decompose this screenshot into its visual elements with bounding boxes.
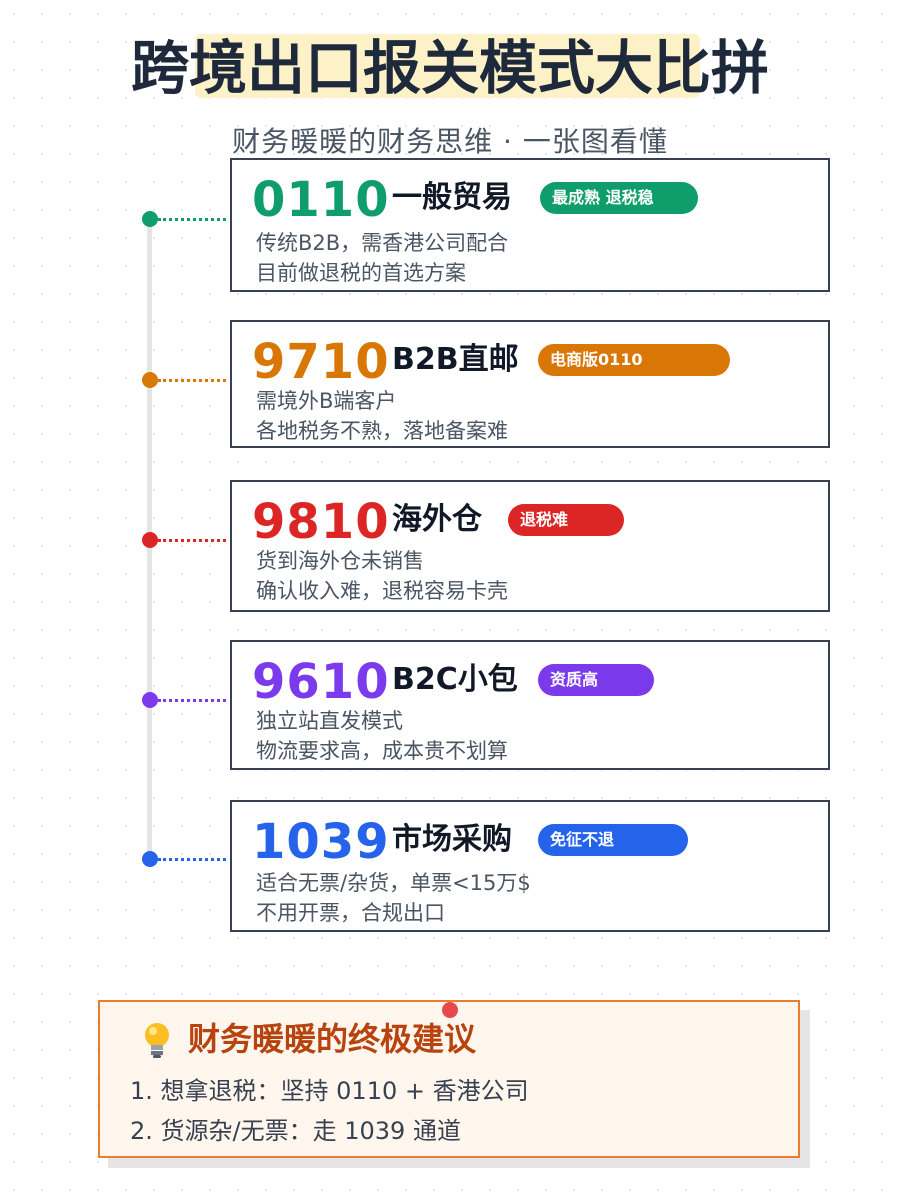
timeline-connector-9610	[158, 699, 226, 702]
mode-name: B2C小包	[392, 662, 518, 697]
page-subtitle: 财务暖暖的财务思维 · 一张图看懂	[232, 125, 668, 158]
mode-badge: 资质高	[538, 664, 654, 696]
mode-desc-line2: 各地税务不熟，落地备案难	[256, 419, 508, 443]
mode-desc-line2: 不用开票，合规出口	[256, 901, 445, 925]
mode-desc-line1: 适合无票/杂货，单票<15万$	[256, 871, 531, 895]
mode-desc-line1: 传统B2B，需香港公司配合	[256, 231, 509, 255]
mode-card-0110: 0110 一般贸易 最成熟 退税稳 传统B2B，需香港公司配合 目前做退税的首选…	[230, 158, 830, 292]
pin-icon	[442, 1002, 458, 1018]
mode-code: 0110	[252, 172, 390, 228]
mode-name: 一般贸易	[392, 180, 512, 215]
page-title: 跨境出口报关模式大比拼	[130, 34, 769, 102]
mode-card-9710: 9710 B2B直邮 电商版0110 需境外B端客户 各地税务不熟，落地备案难	[230, 320, 830, 448]
timeline-dot-9810	[142, 532, 158, 548]
mode-card-9810: 9810 海外仓 退税难 货到海外仓未销售 确认收入难，退税容易卡壳	[230, 480, 830, 612]
advice-item-2: 2. 货源杂/无票：走 1039 通道	[130, 1117, 461, 1145]
mode-name: 海外仓	[392, 502, 482, 537]
mode-code: 9710	[252, 334, 390, 390]
mode-badge: 最成熟 退税稳	[540, 182, 698, 214]
mode-desc-line1: 独立站直发模式	[256, 709, 403, 733]
mode-desc-line2: 物流要求高，成本贵不划算	[256, 739, 508, 763]
timeline-connector-1039	[158, 858, 226, 861]
title-highlight	[195, 34, 700, 98]
mode-code: 1039	[252, 814, 390, 870]
mode-name: 市场采购	[392, 822, 512, 857]
mode-desc-line1: 货到海外仓未销售	[256, 549, 424, 573]
mode-desc-line2: 目前做退税的首选方案	[256, 261, 466, 285]
mode-badge: 电商版0110	[538, 344, 730, 376]
timeline-connector-0110	[158, 218, 226, 221]
advice-title: 财务暖暖的终极建议	[188, 1020, 477, 1058]
mode-card-9610: 9610 B2C小包 资质高 独立站直发模式 物流要求高，成本贵不划算	[230, 640, 830, 770]
timeline-connector-9810	[158, 539, 226, 542]
advice-box: 财务暖暖的终极建议 1. 想拿退税：坚持 0110 + 香港公司 2. 货源杂/…	[98, 1000, 800, 1158]
timeline-dot-9610	[142, 692, 158, 708]
mode-desc-line2: 确认收入难，退税容易卡壳	[256, 579, 508, 603]
mode-desc-line1: 需境外B端客户	[256, 389, 397, 413]
lightbulb-icon	[145, 1023, 169, 1058]
timeline-dot-0110	[142, 211, 158, 227]
timeline-connector-9710	[158, 379, 226, 382]
mode-card-1039: 1039 市场采购 免征不退 适合无票/杂货，单票<15万$ 不用开票，合规出口	[230, 800, 830, 932]
timeline-dot-1039	[142, 851, 158, 867]
mode-code: 9610	[252, 654, 390, 710]
mode-badge: 退税难	[508, 504, 624, 536]
advice-item-1: 1. 想拿退税：坚持 0110 + 香港公司	[130, 1077, 529, 1105]
mode-code: 9810	[252, 494, 390, 550]
mode-name: B2B直邮	[392, 342, 519, 377]
mode-badge: 免征不退	[538, 824, 688, 856]
timeline-dot-9710	[142, 372, 158, 388]
